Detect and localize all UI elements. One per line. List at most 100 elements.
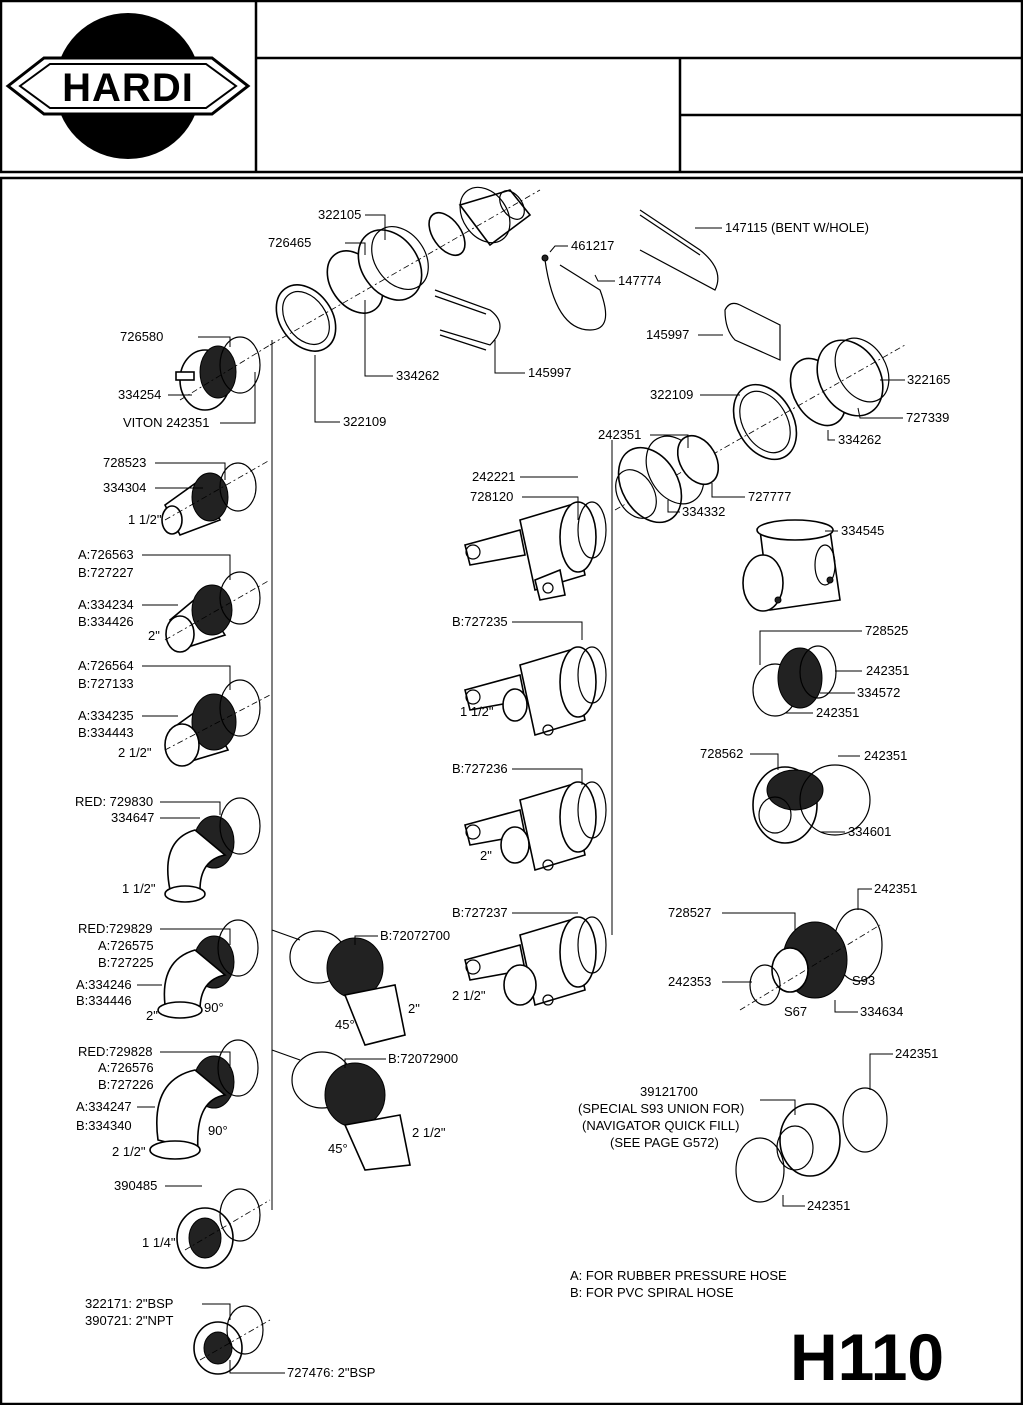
label-special-3: (SEE PAGE G572) — [610, 1135, 719, 1150]
top-center-assembly — [269, 186, 781, 361]
label-special-2: (NAVIGATOR QUICK FILL) — [582, 1118, 739, 1133]
label-b727236: B:727236 — [452, 761, 508, 776]
label-334304: 334304 — [103, 480, 146, 495]
fitting-726564 — [164, 679, 261, 767]
label-242351-39121700-top: 242351 — [895, 1046, 938, 1061]
label-a726564: A:726564 — [78, 658, 134, 673]
label-728523: 728523 — [103, 455, 146, 470]
label-334262-top: 334262 — [396, 368, 439, 383]
fitting-322171 — [193, 1305, 264, 1375]
label-size-1-1-2-b: 1 1/2" — [122, 881, 156, 896]
label-727777: 727777 — [748, 489, 791, 504]
fitting-726563 — [165, 571, 261, 653]
label-a334235: A:334235 — [78, 708, 134, 723]
label-322105: 322105 — [318, 207, 361, 222]
fitting-728523 — [161, 462, 257, 537]
label-727339: 727339 — [906, 410, 949, 425]
label-242351-728527: 242351 — [874, 881, 917, 896]
label-viton-242351: VITON 242351 — [123, 415, 209, 430]
label-size-2-b: 2" — [146, 1008, 158, 1023]
label-b727235: B:727235 — [452, 614, 508, 629]
label-322171: 322171: 2"BSP — [85, 1296, 173, 1311]
label-461217: 461217 — [571, 238, 614, 253]
label-b334446: B:334446 — [76, 993, 132, 1008]
label-45-deg-a: 45° — [335, 1017, 355, 1032]
label-728120: 728120 — [470, 489, 513, 504]
label-242351-center: 242351 — [598, 427, 641, 442]
fitting-729829-elbow — [157, 919, 259, 1019]
label-b727227: B:727227 — [78, 565, 134, 580]
label-334634: 334634 — [860, 1004, 903, 1019]
label-size-1-1-4: 1 1/4" — [142, 1235, 176, 1250]
label-242351-728525-a: 242351 — [866, 663, 909, 678]
label-390485: 390485 — [114, 1178, 157, 1193]
label-728525: 728525 — [865, 623, 908, 638]
label-334254: 334254 — [118, 387, 161, 402]
label-728527: 728527 — [668, 905, 711, 920]
label-size-1-1-2-a: 1 1/2" — [128, 512, 162, 527]
union-728525 — [752, 645, 837, 717]
label-red729828: RED:729828 — [78, 1044, 152, 1059]
label-334647: 334647 — [111, 810, 154, 825]
label-147774: 147774 — [618, 273, 661, 288]
union-728527 — [739, 908, 883, 1011]
body-334545 — [742, 519, 841, 612]
label-b334340: B:334340 — [76, 1118, 132, 1133]
label-size-2-d: 2" — [480, 848, 492, 863]
fitting-390485 — [176, 1188, 261, 1269]
label-special-1: (SPECIAL S93 UNION FOR) — [578, 1101, 744, 1116]
right-top-assembly — [614, 337, 906, 511]
cam-coupler-727237 — [464, 916, 607, 1007]
label-39121700: 39121700 — [640, 1084, 698, 1099]
union-728562 — [752, 764, 871, 844]
label-242351-39121700-bottom: 242351 — [807, 1198, 850, 1213]
elbow-45-72072900 — [291, 1051, 411, 1171]
label-a726575: A:726575 — [98, 938, 154, 953]
label-b727237: B:727237 — [452, 905, 508, 920]
left-column-guides — [164, 344, 271, 1361]
leader-lines — [137, 214, 905, 1374]
label-a726563: A:726563 — [78, 547, 134, 562]
label-size-2-1-2-c: 2 1/2" — [412, 1125, 446, 1140]
label-145997-right: 145997 — [646, 327, 689, 342]
label-322109-right: 322109 — [650, 387, 693, 402]
label-726580: 726580 — [120, 329, 163, 344]
label-size-2-1-2-b: 2 1/2" — [112, 1144, 146, 1159]
label-b727225: B:727225 — [98, 955, 154, 970]
connector-lines — [271, 340, 613, 1210]
label-145997-left: 145997 — [528, 365, 571, 380]
label-334601: 334601 — [848, 824, 891, 839]
part-labels: 322105 726465 726580 334254 VITON 242351… — [75, 207, 950, 1380]
legend-notes: A: FOR RUBBER PRESSURE HOSE B: FOR PVC S… — [570, 1268, 787, 1300]
label-727476: 727476: 2"BSP — [287, 1365, 375, 1380]
label-a334247: A:334247 — [76, 1099, 132, 1114]
fitting-729828-elbow — [149, 1039, 259, 1160]
label-b727226: B:727226 — [98, 1077, 154, 1092]
label-242353: 242353 — [668, 974, 711, 989]
label-size-2-1-2-d: 2 1/2" — [452, 988, 486, 1003]
label-90-deg-b: 90° — [208, 1123, 228, 1138]
label-b334443: B:334443 — [78, 725, 134, 740]
label-322109-top: 322109 — [343, 414, 386, 429]
label-red729830: RED: 729830 — [75, 794, 153, 809]
brand-name: HARDI — [62, 66, 194, 110]
label-b72072900: B:72072900 — [388, 1051, 458, 1066]
label-726465: 726465 — [268, 235, 311, 250]
label-147115: 147115 (BENT W/HOLE) — [725, 220, 869, 235]
label-322165: 322165 — [907, 372, 950, 387]
note-a: A: FOR RUBBER PRESSURE HOSE — [570, 1268, 787, 1283]
note-b: B: FOR PVC SPIRAL HOSE — [570, 1285, 734, 1300]
label-728562: 728562 — [700, 746, 743, 761]
page-code: H110 — [790, 1320, 944, 1394]
label-red729829: RED:729829 — [78, 921, 152, 936]
label-s93: S93 — [852, 973, 875, 988]
label-size-1-1-2-c: 1 1/2" — [460, 704, 494, 719]
hardi-logo: HARDI — [5, 13, 251, 159]
union-39121700 — [735, 1087, 888, 1203]
label-334545: 334545 — [841, 523, 884, 538]
fitting-726580 — [175, 336, 261, 411]
cam-coupler-728120 — [464, 501, 607, 601]
elbow-45-72072700 — [289, 930, 406, 1046]
label-242221: 242221 — [472, 469, 515, 484]
